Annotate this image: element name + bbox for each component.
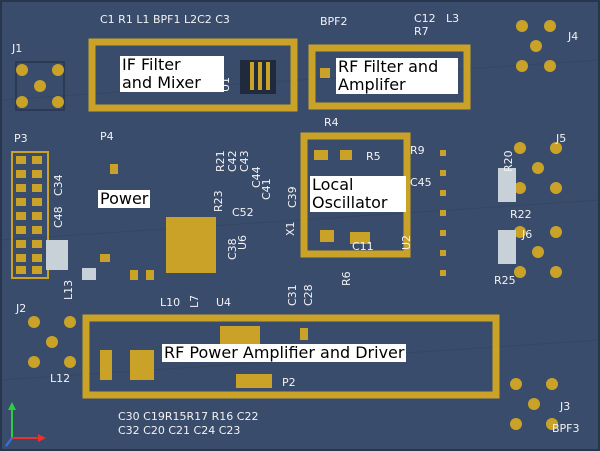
label-if-filter: IF Filter and Mixer	[120, 56, 224, 92]
silk-r4: R4	[324, 116, 339, 129]
silk-u4: U4	[216, 296, 231, 309]
connector-j1	[15, 61, 65, 111]
silk-u2: U2	[400, 235, 413, 250]
header-p3	[11, 151, 49, 279]
silk-top-row: C1 R1 L1 BPF1 L2C2 C3	[100, 13, 230, 26]
label-if-filter-line2: and Mixer	[122, 73, 201, 92]
label-local-osc: Local Oscillator	[310, 176, 406, 212]
label-local-osc-line1: Local	[312, 175, 354, 194]
rf-pa-outline	[82, 314, 500, 399]
silk-j3: J3	[559, 400, 570, 413]
rf-filter-outline	[308, 44, 471, 110]
silk-c28: C28	[302, 284, 315, 306]
silk-l13: L13	[62, 280, 75, 300]
silk-r5: R5	[366, 150, 381, 163]
silk-l12: L12	[50, 372, 70, 385]
label-rf-filter: RF Filter and Amplifer	[336, 58, 458, 94]
label-if-filter-line1: IF Filter	[122, 55, 181, 74]
silk-bottom-row2: C32 C20 C21 C24 C23	[118, 424, 240, 437]
silk-c34: C34	[52, 174, 65, 196]
silk-r6: R6	[340, 271, 353, 286]
connector-j3	[510, 378, 558, 430]
silk-j2: J2	[15, 302, 26, 315]
connector-j6	[514, 226, 562, 278]
silk-r7: R7	[414, 25, 429, 38]
silk-c39: C39	[286, 186, 299, 208]
silk-l7: L7	[188, 295, 201, 308]
silk-r20: R20	[502, 150, 515, 172]
local-osc-outline	[300, 132, 411, 258]
silk-r23: R23	[212, 190, 225, 212]
silk-bpf2: BPF2	[320, 15, 348, 28]
silk-x1: X1	[284, 221, 297, 236]
axis-indicator	[5, 402, 46, 447]
silk-c42: C42	[226, 150, 239, 172]
silk-c52: C52	[232, 206, 254, 219]
label-rf-pa: RF Power Amplifier and Driver	[162, 343, 407, 362]
silk-bpf3: BPF3	[552, 422, 580, 435]
silk-c44: C44	[250, 166, 263, 188]
resistor-r20	[498, 168, 516, 202]
silk-l3: L3	[446, 12, 459, 25]
silk-bottom-row1: C30 C19R15R17 R16 C22	[118, 410, 258, 423]
silk-c31: C31	[286, 284, 299, 306]
silk-j1: J1	[11, 42, 22, 55]
ic-u6	[166, 217, 216, 273]
resistor-r25	[498, 230, 516, 264]
silk-p3: P3	[14, 132, 28, 145]
silk-c48: C48	[52, 206, 65, 228]
silk-p2: P2	[282, 376, 296, 389]
connector-j5	[514, 142, 562, 194]
silk-c12: C12	[414, 12, 436, 25]
silk-p4: P4	[100, 130, 114, 143]
silk-j6: J6	[521, 228, 532, 241]
silk-c41: C41	[260, 178, 273, 200]
connector-j4	[516, 20, 556, 72]
silk-j5: J5	[555, 132, 566, 145]
silk-c38: C38	[226, 238, 239, 260]
silk-j4: J4	[567, 30, 578, 43]
silk-c11: C11	[352, 240, 374, 253]
silk-l10: L10	[160, 296, 180, 309]
label-rf-filter-line2: Amplifer	[338, 75, 406, 94]
label-rf-filter-line1: RF Filter and	[338, 57, 439, 76]
if-filter-outline	[88, 38, 298, 112]
silk-c45: C45	[410, 176, 432, 189]
connector-j2	[28, 316, 76, 368]
silk-r9: R9	[410, 144, 425, 157]
label-power: Power	[98, 189, 151, 208]
label-local-osc-line2: Oscillator	[312, 193, 388, 212]
silk-r25: R25	[494, 274, 516, 287]
silk-r22: R22	[510, 208, 532, 221]
silk-c43: C43	[238, 150, 251, 172]
silk-u6: U6	[236, 235, 249, 250]
silk-r21: R21	[214, 150, 227, 172]
